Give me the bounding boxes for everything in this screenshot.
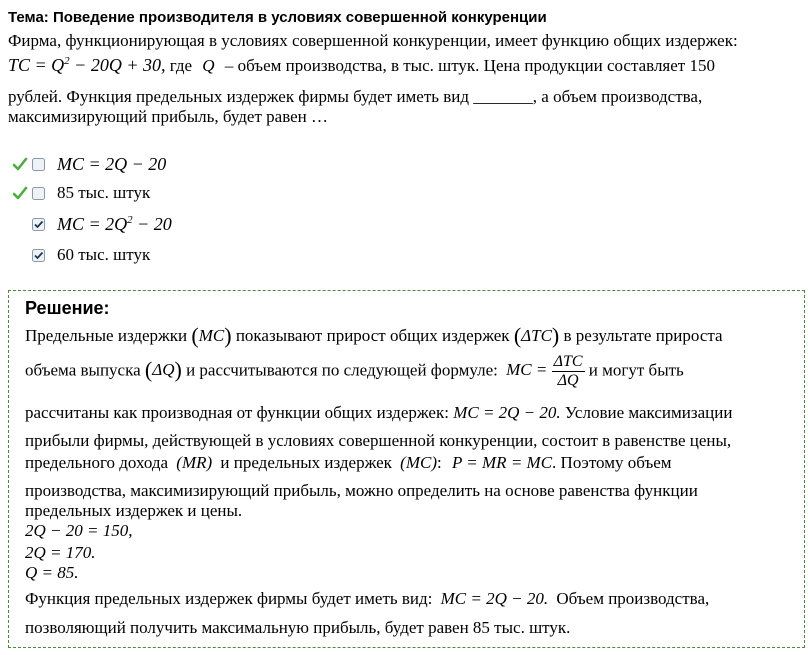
equation-2: 2Q = 170. (25, 543, 96, 562)
topic-title: Тема: Поведение производителя в условиях… (8, 9, 547, 26)
checkbox-checked-icon[interactable] (32, 217, 45, 231)
answer-option-3[interactable]: MC = 2Q2 − 20 (12, 212, 172, 236)
solution-line-5: предельного дохода (MR) и предельных изд… (25, 453, 672, 472)
question-line-3: рублей. Функция предельных издержек фирм… (8, 87, 703, 106)
correct-check-icon (12, 157, 28, 171)
equation-1: 2Q − 20 = 150, (25, 521, 133, 540)
checkbox-checked-icon[interactable] (32, 248, 45, 262)
question-line-1: Фирма, функционирующая в условиях соверш… (8, 31, 738, 50)
answer-label: 85 тыс. штук (57, 183, 151, 202)
checkbox-unchecked-icon[interactable] (32, 186, 45, 200)
solution-line-3: рассчитаны как производная от функции об… (25, 403, 733, 422)
answer-option-1[interactable]: MC = 2Q − 20 (12, 152, 166, 176)
solution-line-4: прибыли фирмы, действующей в условиях со… (25, 431, 732, 450)
question-line-4: максимизирующий прибыль, будет равен … (8, 107, 329, 126)
solution-line-2: объема выпуска (ΔQ) и рассчитываются по … (25, 353, 684, 389)
answer-label: MC = 2Q2 − 20 (57, 213, 172, 234)
solution-line-9: позволяющий получить максимальную прибыл… (25, 618, 571, 637)
solution-title: Решение: (25, 298, 110, 318)
solution-line-7: предельных издержек и цены. (25, 501, 243, 520)
correct-check-icon (12, 186, 28, 200)
tc-formula: TC = Q2 − 20Q + 30, (8, 55, 166, 75)
equation-3: Q = 85. (25, 563, 79, 582)
question-line-2: TC = Q2 − 20Q + 30, где Q – объем произв… (8, 55, 715, 75)
solution-line-8: Функция предельных издержек фирмы будет … (25, 589, 710, 608)
solution-line-6: производства, максимизирующий прибыль, м… (25, 481, 698, 500)
answer-option-4[interactable]: 60 тыс. штук (12, 243, 150, 267)
solution-box: Решение: Предельные издержки (MC) показы… (8, 290, 805, 648)
answer-option-2[interactable]: 85 тыс. штук (12, 181, 150, 205)
solution-line-1: Предельные издержки (MC) показывают прир… (25, 323, 723, 348)
checkbox-unchecked-icon[interactable] (32, 157, 45, 171)
answer-label: MC = 2Q − 20 (57, 153, 167, 174)
answer-label: 60 тыс. штук (57, 245, 151, 264)
